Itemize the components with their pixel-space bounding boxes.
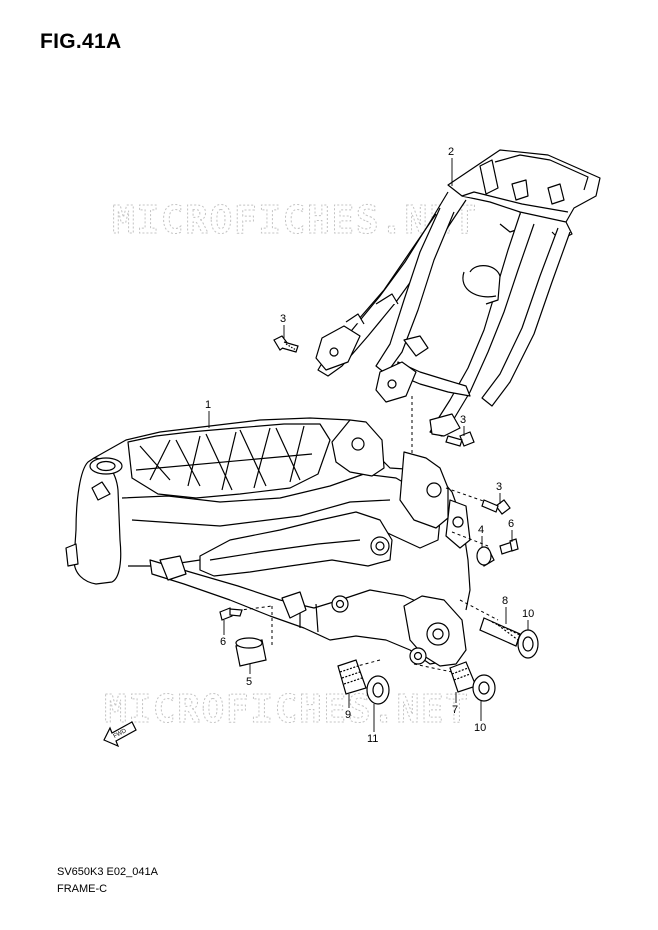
callout-6-left: 6 [220,620,226,648]
hardware-parts [219,335,539,705]
svg-text:4: 4 [478,524,484,536]
callout-9: 9 [345,694,351,721]
bolt-3-right-mid [445,431,475,447]
callout-10-upper: 10 [522,608,534,630]
callout-11: 11 [367,704,378,745]
diagram-code: SV650K3 E02_041A [57,866,158,878]
callout-7: 7 [452,692,458,716]
svg-text:2: 2 [448,146,454,158]
callout-3-right-mid: 3 [460,414,466,436]
callout-3-frame: 3 [496,481,502,504]
bolt-3-frame [481,499,511,515]
callout-10-lower: 10 [474,701,486,734]
diagram-name: FRAME-C [57,883,108,895]
main-frame-drawing [65,417,499,673]
svg-text:11: 11 [367,733,378,745]
callout-3-upper-left: 3 [280,313,286,338]
collar-4 [476,546,495,567]
callout-8: 8 [502,595,508,624]
svg-text:3: 3 [496,481,502,493]
bolt-3-upper-left [273,335,299,353]
bolt-6-right [499,538,519,555]
svg-text:7: 7 [452,704,458,716]
svg-text:6: 6 [220,636,226,648]
svg-text:1: 1 [205,399,211,411]
watermark: MICROFICHES.NET MICROFICHES.NET [104,198,478,732]
nut-10-upper [517,629,539,659]
bolt-9 [337,659,367,695]
svg-text:6: 6 [508,518,514,530]
watermark-bottom: MICROFICHES.NET [104,687,470,731]
watermark-top: MICROFICHES.NET [112,198,478,242]
svg-text:3: 3 [460,414,466,426]
figure-title: FIG.41A [40,30,122,53]
callout-1: 1 [205,399,211,428]
forward-arrow-icon: FWD [103,721,137,748]
callout-4: 4 [478,524,484,548]
callout-5: 5 [246,664,252,688]
svg-text:10: 10 [474,722,486,734]
callouts: 1 2 3 3 3 4 5 6 [205,146,534,745]
svg-text:5: 5 [246,676,252,688]
spacer-5 [235,637,267,667]
svg-text:9: 9 [345,709,351,721]
bolt-6-left [219,607,243,621]
nut-11 [366,675,390,705]
svg-text:3: 3 [280,313,286,325]
nut-10-lower [472,674,496,702]
seat-rail-drawing [315,149,601,456]
callout-2: 2 [448,146,454,186]
bolt-8 [479,617,521,647]
svg-text:8: 8 [502,595,508,607]
svg-text:10: 10 [522,608,534,620]
callout-6-right: 6 [508,518,514,542]
